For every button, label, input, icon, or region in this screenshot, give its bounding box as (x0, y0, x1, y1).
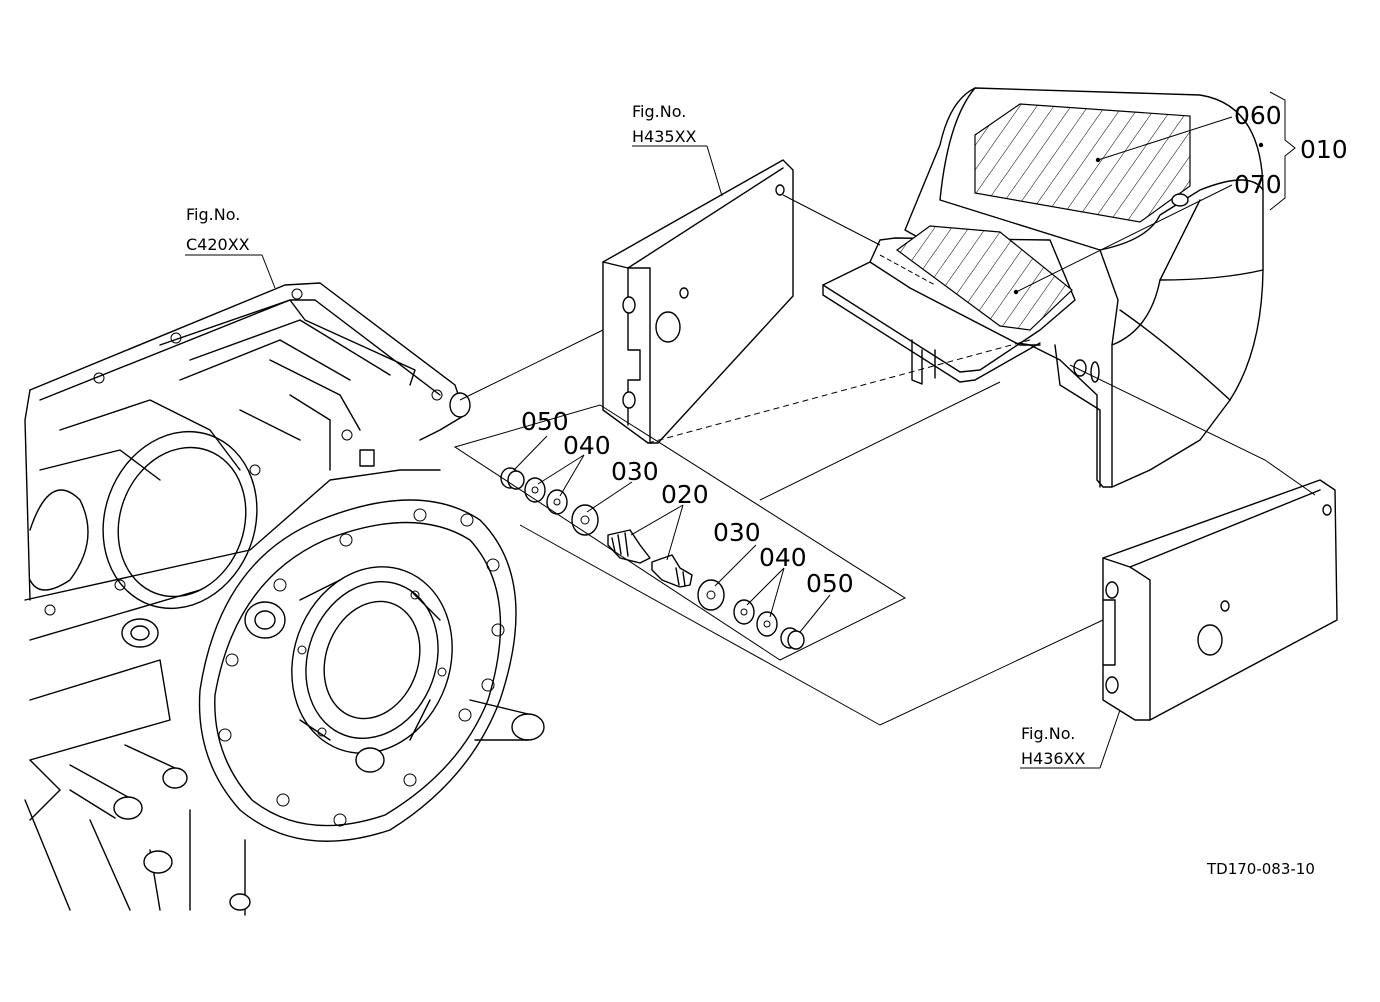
callout-020: 020 (661, 480, 709, 509)
fig-h436-code: H436XX (1021, 749, 1086, 768)
washer-040-right-a (733, 599, 755, 625)
flange-housing (198, 499, 517, 842)
seat-cover-assembly (822, 87, 1264, 488)
transmission-housing (24, 282, 545, 916)
fig-h435-code: H435XX (632, 127, 697, 146)
fig-h435-label: Fig.No. (632, 102, 686, 121)
drawing-code: TD170-083-10 (1206, 860, 1315, 878)
callout-050-left: 050 (521, 407, 569, 436)
assembly-lines (185, 91, 1316, 769)
washer-030-left (571, 504, 599, 536)
switch-020-body (651, 554, 693, 588)
callout-030-left: 030 (611, 457, 659, 486)
fig-h436-label: Fig.No. (1021, 724, 1075, 743)
decal-070 (895, 225, 1073, 331)
callout-040-right: 040 (759, 543, 807, 572)
callout-060: 060 (1234, 101, 1282, 130)
decal-060 (974, 103, 1191, 223)
callout-050-right: 050 (806, 569, 854, 598)
fig-c420-code: C420XX (186, 235, 250, 254)
callout-040-left: 040 (563, 431, 611, 460)
right-mounting-bracket (1102, 479, 1338, 721)
washer-030-right (697, 579, 725, 611)
washer-040-left-b (546, 489, 568, 515)
callout-030-right: 030 (713, 518, 761, 547)
washer-040-right-b (756, 611, 778, 637)
fig-c420-label: Fig.No. (186, 205, 240, 224)
callout-070: 070 (1234, 170, 1282, 199)
left-mounting-bracket (602, 159, 794, 444)
callout-010: 010 (1300, 135, 1348, 164)
